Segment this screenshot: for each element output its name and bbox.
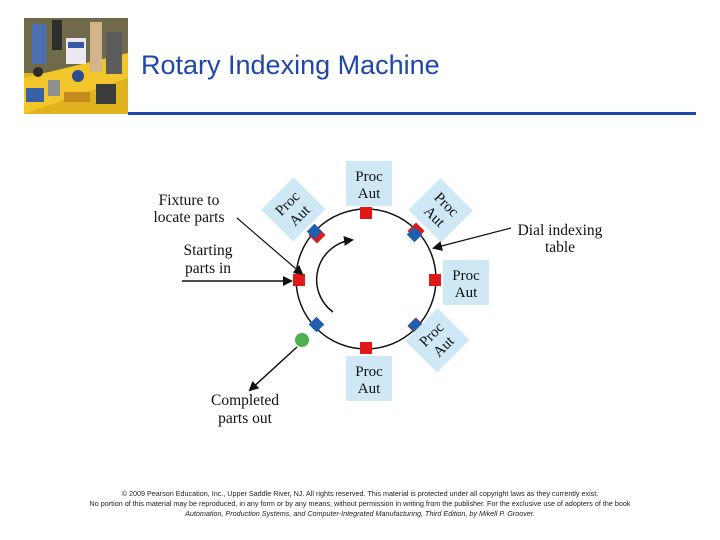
fixture-label-2: locate parts — [153, 209, 224, 226]
fixture-top — [360, 207, 372, 219]
station-top: Proc Aut — [346, 161, 392, 206]
station-top-label-2: Aut — [358, 186, 381, 202]
dial-label-2: table — [545, 239, 575, 256]
completed-part — [295, 333, 309, 347]
station-bottom-right: Proc Aut — [405, 308, 470, 373]
station-right-label-2: Aut — [455, 285, 478, 301]
fixture-left — [293, 274, 305, 286]
copyright-footer: © 2009 Pearson Education, Inc., Upper Sa… — [0, 489, 720, 519]
title-underline — [128, 112, 696, 115]
part-top-left — [306, 223, 323, 240]
completed-parts-arrow — [248, 346, 298, 392]
completed-label-1: Completed — [211, 392, 279, 409]
circuit-board-image — [24, 18, 128, 114]
fixture-right — [429, 274, 441, 286]
station-top-right: Proc Aut — [408, 178, 473, 243]
station-bottom-label-1: Proc — [355, 364, 383, 380]
station-top-label-1: Proc — [355, 169, 383, 185]
part-top-right — [406, 226, 423, 243]
rotation-arrow — [315, 235, 354, 313]
start-label-1: Starting — [183, 242, 232, 259]
completed-label-2: parts out — [218, 410, 273, 427]
footer-line-2: No portion of this material may be repro… — [89, 499, 631, 508]
part-bottom-left — [308, 316, 325, 333]
dial-pointer — [432, 227, 512, 251]
footer-line-1: © 2009 Pearson Education, Inc., Upper Sa… — [121, 489, 599, 498]
fixture-pointer — [236, 217, 304, 276]
fixture-label-1: Fixture to — [159, 192, 220, 209]
slide-title: Rotary Indexing Machine — [141, 50, 440, 80]
station-bottom-label-2: Aut — [358, 381, 381, 397]
start-label-2: parts in — [185, 260, 231, 277]
dial-label-1: Dial indexing — [518, 222, 603, 239]
station-right-label-1: Proc — [452, 268, 480, 284]
station-right: Proc Aut — [443, 260, 489, 305]
footer-line-3: Automation, Production Systems, and Comp… — [185, 509, 535, 518]
fixture-bottom — [360, 342, 372, 354]
station-bottom: Proc Aut — [346, 356, 392, 401]
